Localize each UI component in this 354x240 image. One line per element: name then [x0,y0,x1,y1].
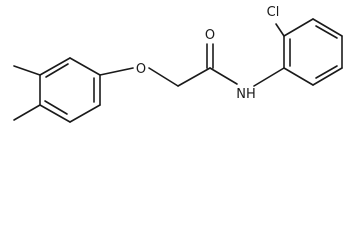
methyl-bond-lower [13,104,41,121]
molecule-canvas: O O NH Cl [13,5,343,123]
ether-ch2-bond [148,67,179,87]
chlorine-bond [275,23,285,37]
structural-formula: O O NH Cl [13,5,343,123]
dimethylphenyl-ring [39,57,101,123]
chlorophenyl-ring [283,18,343,86]
carbonyl-nitrogen-bond [209,67,238,85]
ether-oxygen-label: O [136,62,146,77]
amide-nh-label: NH [236,87,256,102]
chlorine-label: Cl [267,5,280,20]
ch2-carbonyl-bond [177,67,211,87]
aryl-ether-bond [99,67,134,76]
carbonyl-oxygen-label: O [205,28,215,43]
methyl-bond-upper [13,65,41,76]
nitrogen-aryl-bond [253,67,285,87]
